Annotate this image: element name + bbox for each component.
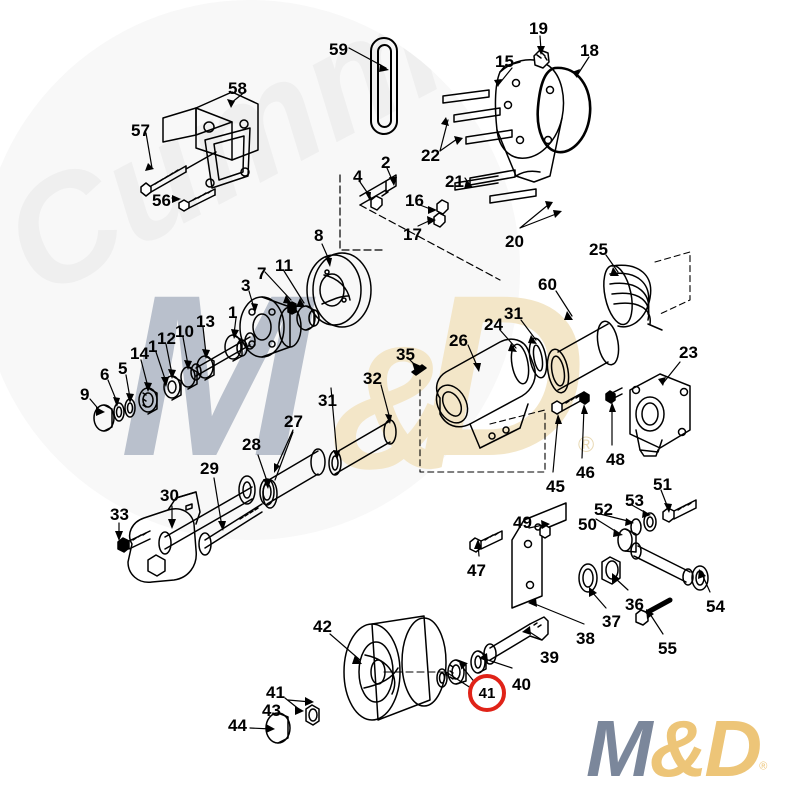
callout-5[interactable]: 5 [118, 359, 128, 378]
logo-letter-d: D [704, 704, 762, 793]
callout-24[interactable]: 24 [484, 315, 503, 334]
callout-59[interactable]: 59 [329, 40, 348, 59]
callout-13[interactable]: 13 [196, 312, 215, 331]
callout-21[interactable]: 21 [445, 172, 464, 191]
logo-registered-mark: ® [759, 760, 768, 773]
callout-11[interactable]: 11 [275, 256, 293, 275]
logo-ampersand: & [649, 704, 708, 793]
callout-55[interactable]: 55 [658, 639, 677, 658]
callout-49[interactable]: 49 [513, 513, 532, 532]
callout-12[interactable]: 12 [157, 329, 176, 348]
callout-17[interactable]: 17 [403, 225, 422, 244]
callout-3[interactable]: 3 [241, 276, 251, 295]
callout-50[interactable]: 50 [578, 515, 597, 534]
callout-47[interactable]: 47 [467, 561, 486, 580]
highlighted-part-41[interactable]: 41 [468, 674, 506, 712]
callout-39[interactable]: 39 [540, 648, 559, 667]
callout-4[interactable]: 4 [353, 167, 363, 186]
callout-8[interactable]: 8 [314, 226, 324, 245]
callout-14[interactable]: 14 [130, 344, 149, 363]
callout-29[interactable]: 29 [200, 459, 219, 478]
callout-32[interactable]: 32 [363, 369, 382, 388]
callout-33[interactable]: 33 [110, 505, 129, 524]
callout-52[interactable]: 52 [594, 500, 613, 519]
callout-54[interactable]: 54 [706, 597, 725, 616]
highlighted-part-label: 41 [478, 684, 496, 702]
callout-53[interactable]: 53 [625, 491, 644, 510]
callout-38[interactable]: 38 [576, 629, 595, 648]
callout-48[interactable]: 48 [606, 450, 625, 469]
callout-41[interactable]: 41 [266, 683, 285, 702]
callout-6[interactable]: 6 [100, 365, 110, 384]
callout-15[interactable]: 15 [495, 52, 514, 71]
callout-9[interactable]: 9 [80, 385, 90, 404]
callout-25[interactable]: 25 [589, 240, 608, 259]
md-logo: M&D® [586, 706, 792, 792]
callout-31[interactable]: 31 [318, 391, 337, 410]
callout-58[interactable]: 58 [228, 79, 247, 98]
callout-30[interactable]: 30 [160, 486, 179, 505]
callout-51[interactable]: 51 [653, 475, 672, 494]
callout-1[interactable]: 1 [148, 337, 158, 356]
callout-60[interactable]: 60 [538, 275, 557, 294]
logo-letter-m: M [586, 704, 653, 793]
callout-46[interactable]: 46 [576, 463, 595, 482]
callout-28[interactable]: 28 [242, 435, 261, 454]
callout-27[interactable]: 27 [284, 412, 303, 431]
callout-31[interactable]: 31 [504, 304, 523, 323]
callout-18[interactable]: 18 [580, 41, 599, 60]
callout-45[interactable]: 45 [546, 477, 565, 496]
callout-44[interactable]: 44 [228, 716, 247, 735]
callout-16[interactable]: 16 [405, 191, 424, 210]
callout-40[interactable]: 40 [512, 675, 531, 694]
callout-26[interactable]: 26 [449, 331, 468, 350]
callout-1[interactable]: 1 [228, 303, 238, 322]
svg-text:M: M [120, 247, 316, 504]
callout-19[interactable]: 19 [529, 19, 548, 38]
callout-35[interactable]: 35 [396, 345, 415, 364]
callout-43[interactable]: 43 [262, 701, 281, 720]
callout-20[interactable]: 20 [505, 232, 524, 251]
callout-57[interactable]: 57 [131, 121, 150, 140]
callout-22[interactable]: 22 [421, 146, 440, 165]
svg-text:D: D [420, 247, 586, 504]
callout-56[interactable]: 56 [152, 191, 171, 210]
svg-text:&: & [330, 311, 456, 506]
callout-2[interactable]: 2 [381, 153, 391, 172]
callout-36[interactable]: 36 [625, 595, 644, 614]
callout-42[interactable]: 42 [313, 617, 332, 636]
callout-10[interactable]: 10 [175, 322, 194, 341]
callout-23[interactable]: 23 [679, 343, 698, 362]
callout-7[interactable]: 7 [257, 264, 267, 283]
callout-37[interactable]: 37 [602, 612, 621, 631]
